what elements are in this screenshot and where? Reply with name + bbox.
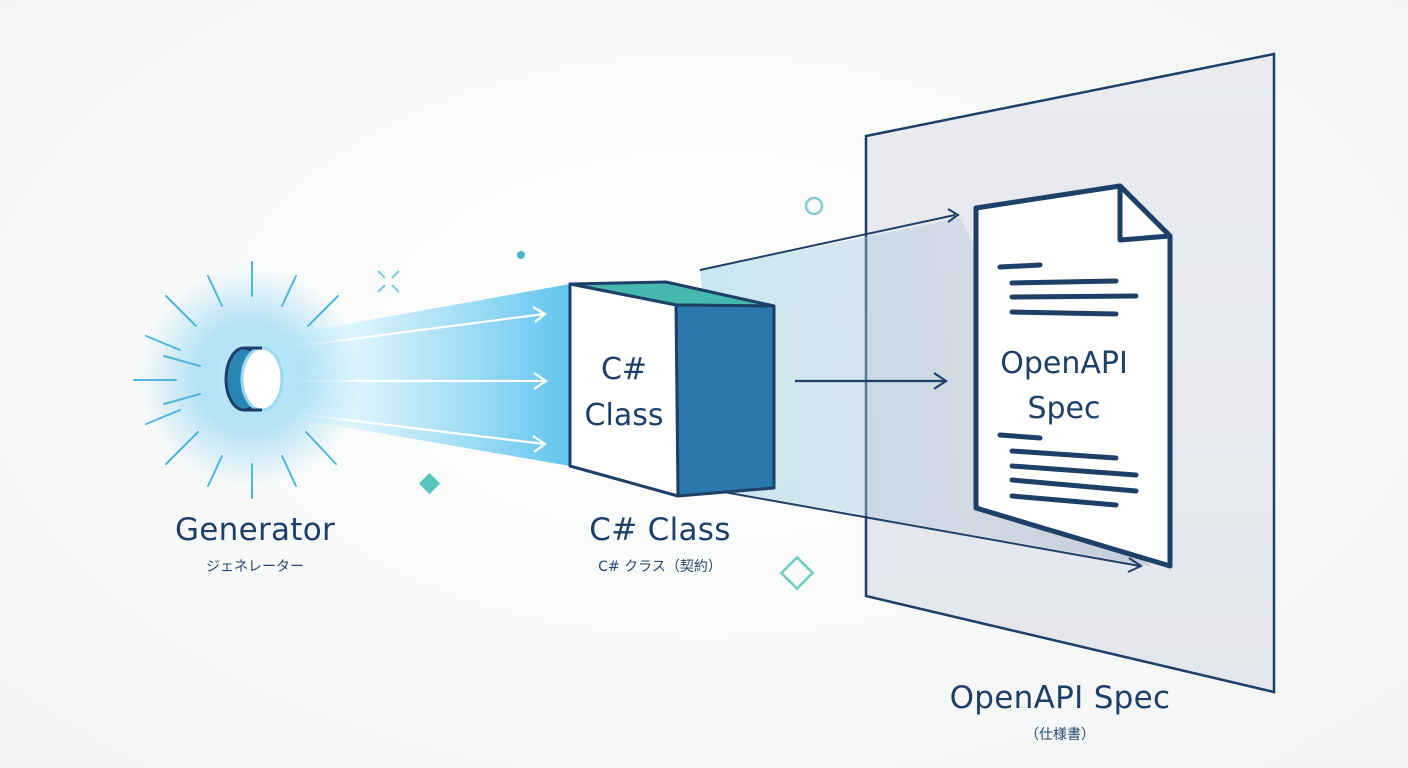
text-lines-bottom bbox=[997, 432, 1139, 508]
diamond-outline-icon bbox=[779, 555, 815, 591]
dot-decoration-icon bbox=[517, 251, 525, 259]
generator-rays bbox=[133, 261, 339, 499]
ring-decoration-icon bbox=[804, 196, 824, 216]
generator-subtitle: ジェネレーター bbox=[206, 559, 304, 575]
center-arrowhead-icon bbox=[933, 372, 948, 390]
generator-title: Generator bbox=[174, 512, 336, 548]
cube-label-line1: C# bbox=[601, 352, 647, 387]
csharp-class-subtitle: C# クラス（契約） bbox=[598, 559, 722, 575]
doc-title-line1: OpenAPI bbox=[1000, 346, 1128, 381]
cube-front bbox=[568, 282, 680, 498]
cube-side bbox=[674, 303, 776, 498]
generator-lens-icon bbox=[224, 346, 284, 412]
openapi-subtitle: （仕様書） bbox=[1025, 727, 1095, 743]
csharp-class-cube: C# Class bbox=[568, 280, 776, 498]
page-fold-icon bbox=[1117, 183, 1173, 243]
cube-label-line2: Class bbox=[585, 398, 664, 433]
projection-edge-top bbox=[699, 214, 956, 271]
openapi-title: OpenAPI Spec bbox=[949, 680, 1171, 716]
doc-title-line2: Spec bbox=[1027, 391, 1100, 426]
projection-arrowhead-bottom-icon bbox=[1127, 557, 1144, 573]
diamond-decoration-icon bbox=[418, 472, 441, 495]
openapi-document: OpenAPI Spec bbox=[973, 183, 1173, 569]
csharp-class-title: C# Class bbox=[589, 512, 731, 548]
projection-edge-bottom bbox=[717, 490, 1141, 567]
text-lines-top bbox=[997, 262, 1139, 317]
projection-arrowhead-top-icon bbox=[947, 208, 960, 223]
sparkle-x-icon bbox=[377, 270, 400, 293]
